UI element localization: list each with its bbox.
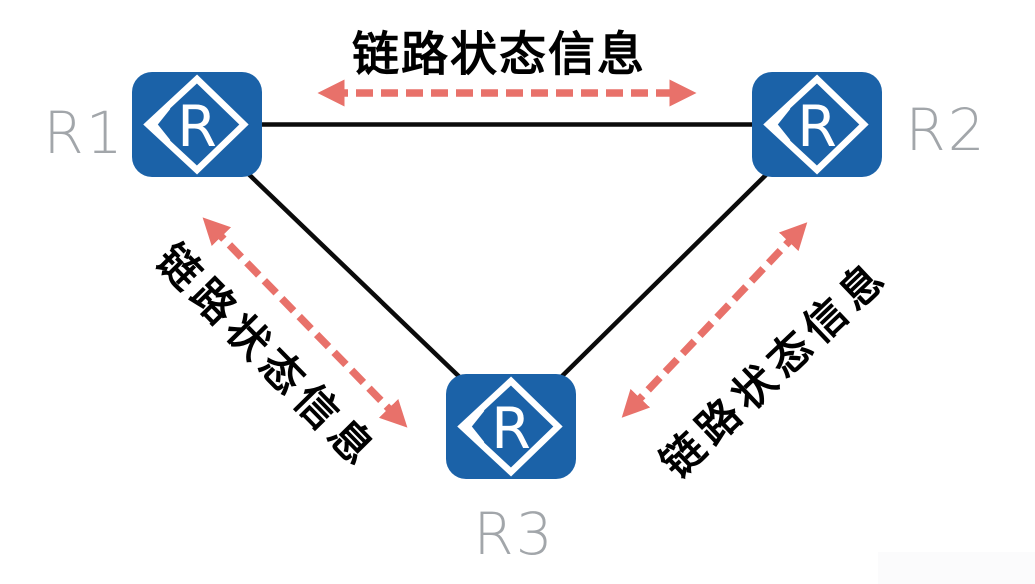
lsa-label-r1-r2: 链路状态信息 [352, 27, 646, 83]
router-node-r3: R [446, 374, 576, 479]
router-chevron-icon [150, 105, 171, 144]
router-node-r1: R [132, 72, 262, 177]
bottom-right-strip [878, 552, 1035, 584]
node-label-r3: R3 [473, 500, 555, 568]
node-label-r2: R2 [905, 96, 987, 164]
router-icon [132, 72, 262, 177]
router-icon [446, 374, 576, 479]
lsa-arrow-r1-r3 [202, 217, 408, 428]
router-icon-letter: R [491, 396, 531, 462]
router-node-r2: R [752, 72, 882, 177]
router-icon-letter: R [177, 94, 217, 160]
router-icon [752, 72, 882, 177]
router-chevron-icon [464, 407, 485, 446]
router-chevron-icon [770, 105, 791, 144]
lsa-arrow-r2-r3 [621, 222, 808, 418]
router-icon-letter: R [797, 94, 837, 160]
node-label-r1: R1 [43, 99, 125, 167]
